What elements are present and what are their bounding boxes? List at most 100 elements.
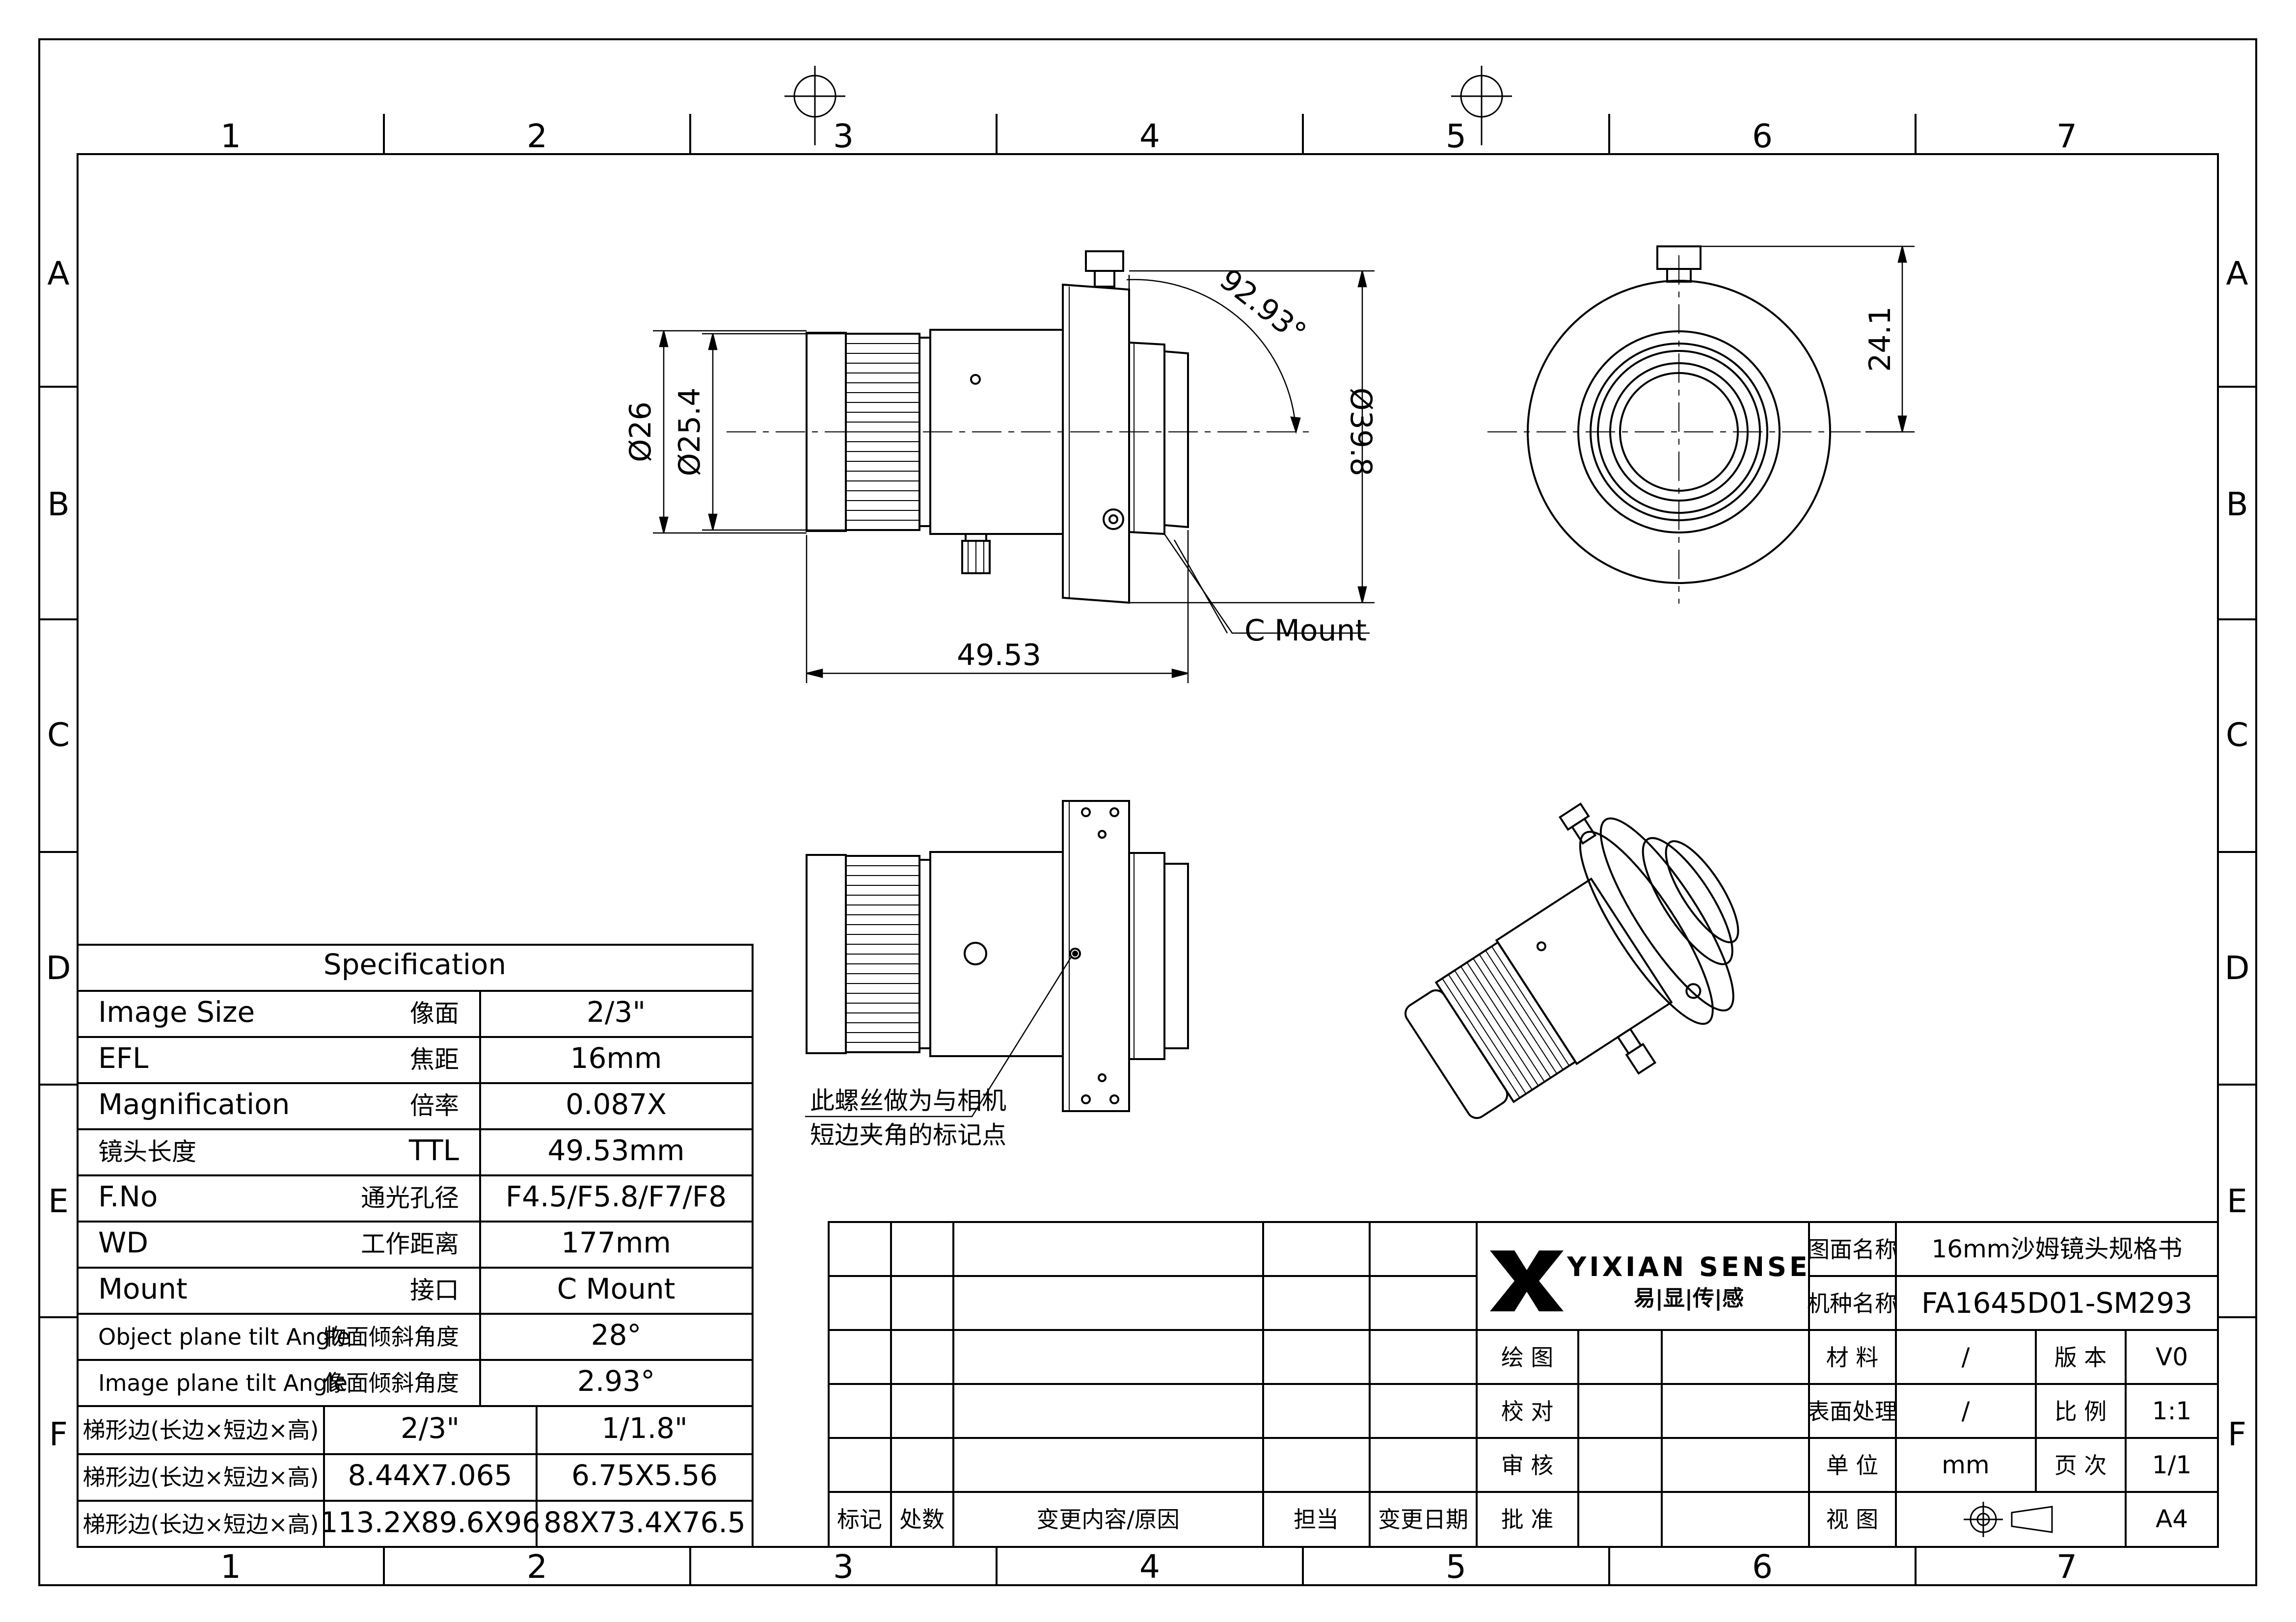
- model-number: FA1645D01-SM293: [1921, 1286, 2192, 1320]
- material-value: /: [1962, 1343, 1970, 1371]
- row-label-right: F: [2228, 1415, 2246, 1453]
- row-label-left: A: [47, 255, 69, 292]
- trap-row-label: 梯形边(长边×短边×高): [83, 1511, 319, 1538]
- side-view-dimensions: [653, 270, 1375, 683]
- surface-value: /: [1962, 1397, 1970, 1425]
- spec-row-en: Object plane tilt Angle: [98, 1324, 351, 1350]
- lens-side-view: [727, 250, 1316, 604]
- unit-label: 单 位: [1826, 1452, 1879, 1479]
- surface-label: 表面处理: [1807, 1398, 1897, 1425]
- sheet-size: A4: [2156, 1505, 2188, 1533]
- revision-headers: 标记 处数 变更内容/原因 担当 变更日期: [837, 1506, 1468, 1533]
- row-label-right: D: [2225, 949, 2250, 987]
- row-label-right: A: [2226, 255, 2248, 292]
- drawing-name-label: 图面名称: [1807, 1236, 1897, 1263]
- trap-row-b: 6.75X5.56: [571, 1459, 718, 1492]
- col-label-bottom: 7: [2056, 1548, 2077, 1586]
- col-label-top: 1: [220, 117, 241, 155]
- spec-row-value: 177mm: [561, 1226, 671, 1259]
- spec-row-value: 28°: [591, 1318, 642, 1352]
- lens-front-view: [1487, 245, 1870, 604]
- version-value: V0: [2156, 1343, 2188, 1371]
- col-label-bottom: 5: [1446, 1548, 1466, 1586]
- annotation-line-1: 此螺丝做为与相机: [810, 1087, 1006, 1115]
- spec-row-value: 49.53mm: [547, 1134, 684, 1167]
- trap-row-label: 梯形边(长边×短边×高): [83, 1464, 319, 1490]
- brand-name: YIXIAN SENSE: [1567, 1251, 1810, 1282]
- dim-outer-diameter: Ø26: [623, 401, 658, 462]
- marker-screw-leader: [805, 957, 1072, 1117]
- check-label: 校 对: [1501, 1398, 1554, 1425]
- specification-table: [77, 944, 754, 1548]
- approve-label: 批 准: [1501, 1506, 1554, 1533]
- spec-title: Specification: [324, 948, 506, 981]
- spec-row-value: 2/3": [587, 995, 646, 1029]
- col-label-top: 4: [1139, 117, 1160, 155]
- spec-row-cn: 物面倾斜角度: [324, 1324, 459, 1350]
- spec-row-value: 0.087X: [566, 1088, 667, 1121]
- lens-side-view-lower: [806, 800, 1189, 1112]
- page-value: 1/1: [2152, 1451, 2191, 1479]
- col-label-top: 2: [527, 117, 547, 155]
- col-label-bottom: 2: [527, 1548, 547, 1586]
- brand-name-cn: 易|显|传|感: [1634, 1286, 1744, 1311]
- spec-row-cn: 像面: [410, 999, 459, 1028]
- col-label-top: 3: [833, 117, 854, 155]
- revision-header: 处数: [899, 1506, 945, 1533]
- title-block-text: 图面名称 16mm沙姆镜头规格书 机种名称 FA1645D01-SM293 绘 …: [1501, 1235, 2192, 1533]
- spec-row-en: Magnification: [98, 1088, 290, 1121]
- unit-value: mm: [1942, 1451, 1989, 1479]
- draw-label: 绘 图: [1501, 1344, 1554, 1371]
- scale-label: 比 例: [2054, 1398, 2107, 1425]
- trap-row-a: 113.2X89.6X96: [320, 1506, 540, 1539]
- dim-thread-diameter: Ø25.4: [673, 388, 707, 477]
- spec-row-en: Image plane tilt Angle: [98, 1370, 348, 1396]
- annotation-line-2: 短边夹角的标记点: [810, 1121, 1006, 1149]
- dim-screw-height: 24.1: [1863, 306, 1897, 372]
- spec-row-en: F.No: [98, 1180, 158, 1213]
- specification-text: Specification Image Size 像面 2/3" EFL 焦距 …: [83, 948, 746, 1539]
- row-label-right: E: [2227, 1182, 2247, 1220]
- col-label-bottom: 6: [1752, 1548, 1773, 1586]
- lens-isometric-view: [1405, 802, 1739, 1119]
- page-label: 页 次: [2054, 1452, 2107, 1479]
- row-label-left: B: [47, 485, 69, 523]
- mount-label: C Mount: [1244, 613, 1367, 648]
- front-view-dimensions: [1701, 245, 1915, 433]
- yixian-logo: [1490, 1250, 1564, 1311]
- side-view-dimension-labels: Ø26 Ø25.4 49.53 92.93° Ø39.8 C Mount: [623, 263, 1378, 672]
- marker-annotation: 此螺丝做为与相机 短边夹角的标记点: [810, 1087, 1006, 1149]
- review-label: 审 核: [1501, 1452, 1554, 1479]
- spec-row-en: EFL: [98, 1041, 148, 1075]
- spec-row-cn: 工作距离: [361, 1230, 459, 1258]
- revision-header: 担当: [1294, 1506, 1339, 1533]
- row-label-left: F: [49, 1415, 68, 1453]
- row-label-left: D: [46, 949, 71, 987]
- knurl-pattern-lower: [846, 865, 919, 1043]
- spec-row-en: 镜头长度: [98, 1138, 196, 1166]
- spec-row-cn: TTL: [408, 1134, 459, 1167]
- spec-row-value: 2.93°: [577, 1364, 655, 1398]
- col-label-top: 5: [1446, 117, 1466, 155]
- col-label-top: 6: [1752, 117, 1773, 155]
- spec-row-cn: 焦距: [410, 1045, 459, 1074]
- spec-row-en: Image Size: [98, 995, 255, 1029]
- scale-value: 1:1: [2152, 1397, 2191, 1425]
- spec-row-cn: 像面倾斜角度: [324, 1370, 459, 1396]
- spec-row-en: Mount: [98, 1272, 188, 1305]
- zone-labels: 1 2 3 4 5 6 7 1 2 3 4 5 6 7 A B C D E F …: [46, 117, 2250, 1586]
- trap-row-b: 1/1.8": [601, 1411, 687, 1445]
- spec-row-cn: 通光孔径: [361, 1184, 459, 1212]
- trap-row-a: 2/3": [401, 1411, 459, 1445]
- dim-length: 49.53: [957, 638, 1041, 672]
- drawing-name: 16mm沙姆镜头规格书: [1931, 1235, 2182, 1263]
- title-block: [1476, 1221, 2219, 1548]
- row-label-right: C: [2226, 716, 2248, 754]
- version-label: 版 本: [2054, 1344, 2107, 1371]
- spec-row-value: 16mm: [570, 1041, 662, 1075]
- material-label: 材 料: [1826, 1344, 1879, 1371]
- revision-header: 标记: [837, 1506, 882, 1533]
- col-label-bottom: 4: [1139, 1548, 1160, 1586]
- revision-header: 变更内容/原因: [1036, 1506, 1180, 1533]
